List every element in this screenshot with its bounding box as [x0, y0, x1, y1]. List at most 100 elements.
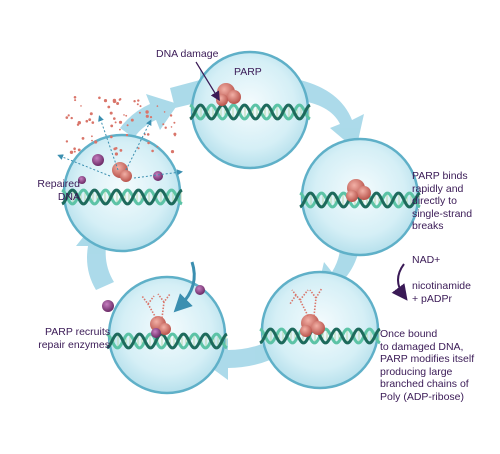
par-fragment-dot — [110, 124, 114, 128]
par-fragment-dot — [103, 99, 108, 103]
par-fragment-dot — [145, 114, 149, 118]
label-repaired-dna: Repaired DNA — [37, 178, 80, 203]
par-fragment-dot — [85, 119, 89, 123]
par-fragment-dot — [65, 140, 69, 143]
release-arrows — [57, 115, 183, 179]
par-fragment-dot — [91, 121, 95, 124]
dna-helix-damage — [189, 103, 311, 121]
par-fragment-dot — [114, 152, 118, 156]
dna-helix-recruits — [106, 332, 228, 350]
par-fragment-dot — [70, 116, 73, 120]
par-fragment-dot — [94, 140, 98, 144]
par-fragment-dot — [118, 98, 121, 101]
par-fragment-dot — [112, 98, 117, 103]
parp-protein-icon — [216, 83, 241, 106]
par-fragment-dot — [138, 111, 141, 114]
par-fragment-dot — [156, 105, 159, 107]
par-fragment-dot — [89, 112, 93, 116]
par-fragment-dot — [139, 105, 142, 108]
par-fragment-dot — [73, 150, 76, 153]
par-fragment-dot — [73, 147, 76, 150]
cycle-arrow-upper-left — [120, 94, 178, 138]
par-fragment-dot — [98, 96, 101, 100]
repair-enzyme-icon — [78, 154, 205, 338]
par-fragment-dot — [113, 147, 117, 151]
par-fragment-dot — [114, 121, 117, 124]
par-fragment-dot — [67, 114, 70, 117]
par-fragment-dot — [126, 124, 129, 127]
par-fragment-dot — [88, 118, 92, 121]
par-fragment-dot — [125, 114, 128, 117]
parp-protein-icon — [150, 316, 171, 335]
dna-helix-binds — [299, 191, 421, 209]
par-fragment-dot — [81, 137, 85, 140]
par-fragment-dot — [162, 123, 165, 126]
released-par-fragments — [65, 96, 177, 156]
label-parp-recruits: PARP recruits repair enzymes — [38, 326, 110, 351]
par-fragment-dot — [156, 145, 159, 148]
par-fragment-dot — [65, 116, 69, 119]
par-chain-icon — [141, 293, 171, 319]
label-parp: PARP — [234, 66, 262, 78]
parp-protein-icon — [300, 314, 325, 337]
reaction-curve-arrow-icon — [391, 263, 408, 301]
par-fragment-dot — [76, 123, 80, 126]
par-fragment-dot — [173, 132, 177, 136]
cycle-arrow-top-right — [296, 80, 364, 150]
par-fragment-dot — [113, 117, 116, 120]
dna-strand — [189, 103, 311, 121]
par-fragment-dot — [169, 114, 173, 117]
par-fragment-dot — [174, 134, 176, 137]
dna-strand — [61, 188, 183, 206]
dna-helix-once-bound — [259, 327, 381, 345]
label-dna-damage: DNA damage — [156, 48, 219, 60]
par-fragment-dot — [119, 128, 121, 131]
par-fragment-dot — [133, 100, 136, 103]
par-fragment-dot — [77, 148, 81, 152]
par-fragment-dot — [151, 149, 154, 153]
par-fragment-dot — [118, 120, 123, 124]
par-fragment-dot — [170, 126, 173, 128]
par-fragment-dot — [125, 133, 129, 137]
par-fragment-dot — [170, 150, 175, 154]
par-fragment-dot — [91, 135, 93, 138]
par-fragment-dot — [69, 150, 74, 154]
dna-helices — [61, 103, 421, 350]
dna-helix-repaired — [61, 188, 183, 206]
parp-protein-icon — [112, 162, 132, 182]
par-fragment-dot — [145, 110, 149, 114]
par-fragment-dot — [109, 135, 113, 139]
dna-strand — [299, 191, 421, 209]
par-fragment-dot — [119, 149, 123, 152]
par-fragment-dot — [146, 133, 150, 136]
par-fragment-dot — [77, 121, 82, 125]
par-fragment-dot — [164, 126, 167, 129]
par-fragment-dot — [123, 114, 125, 116]
par-fragment-dot — [137, 147, 140, 150]
label-parp-binds: PARP binds rapidly and directly to singl… — [412, 170, 473, 232]
par-fragment-dot — [74, 99, 77, 102]
label-once-bound: Once bound to damaged DNA, PARP modifies… — [380, 328, 475, 403]
par-chain-icon — [289, 287, 323, 317]
par-fragment-dot — [149, 116, 153, 119]
par-fragment-dot — [73, 96, 77, 99]
label-nicotinamide: nicotinamide + pADPr — [412, 280, 471, 305]
label-nad: NAD+ — [412, 254, 441, 266]
par-fragment-dot — [80, 105, 82, 107]
par-fragment-dot — [136, 103, 139, 106]
parp-protein-icon — [346, 179, 371, 202]
dna-strand — [106, 332, 228, 350]
par-fragment-dot — [173, 121, 176, 124]
dna-strand — [259, 327, 381, 345]
enzyme-arrival-arrow — [173, 261, 196, 313]
par-fragment-dot — [137, 99, 140, 102]
par-fragment-dot — [163, 111, 166, 113]
par-fragment-dot — [109, 111, 113, 115]
par-fragment-dot — [91, 139, 93, 142]
dna-damage-pointer — [195, 61, 220, 102]
par-fragment-dot — [107, 105, 111, 109]
par-fragment-dot — [147, 141, 150, 145]
par-fragment-dot — [130, 118, 134, 122]
